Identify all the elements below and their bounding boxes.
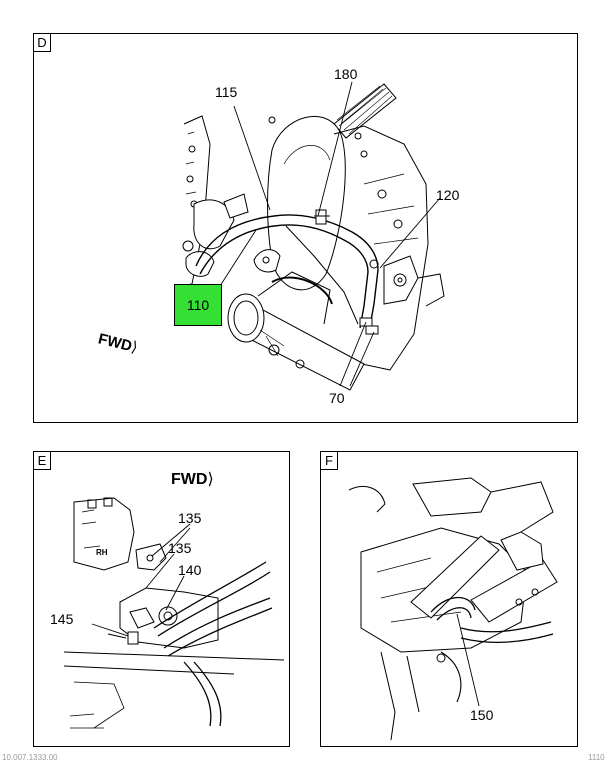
panel-f-illustration xyxy=(348,477,558,741)
coolant-hose xyxy=(195,214,379,329)
rh-label: RH xyxy=(96,548,108,557)
panel-letter-e: E xyxy=(34,452,51,470)
callout-180: 180 xyxy=(334,66,358,82)
fwd-label-e: FWD xyxy=(171,471,208,488)
callout-140: 140 xyxy=(178,562,202,578)
panel-e: E xyxy=(33,451,290,747)
panel-letter-d: D xyxy=(34,34,51,52)
panel-letter-f: F xyxy=(321,452,338,470)
panel-e-illustration xyxy=(63,497,285,729)
callout-145: 145 xyxy=(50,611,74,627)
fwd-indicator-e: FWD⟩ xyxy=(171,469,214,489)
footer-left-id: 10.007.1333.00 xyxy=(2,753,58,762)
callout-70: 70 xyxy=(329,390,345,406)
callout-150: 150 xyxy=(470,707,494,723)
panel-d-illustration xyxy=(179,81,445,391)
panel-f: F 150 xyxy=(320,451,578,747)
panel-d: D xyxy=(33,33,578,423)
hatched-component xyxy=(333,83,397,139)
callout-115: 115 xyxy=(215,84,238,100)
footer-right-id: 1110 xyxy=(588,753,605,762)
callout-135-lower: 135 xyxy=(168,540,192,556)
fwd-arrow-icon: ⟩ xyxy=(207,471,214,488)
callout-135-upper: 135 xyxy=(178,510,202,526)
callout-110-highlight[interactable]: 110 xyxy=(174,284,222,326)
callout-120: 120 xyxy=(436,187,460,203)
